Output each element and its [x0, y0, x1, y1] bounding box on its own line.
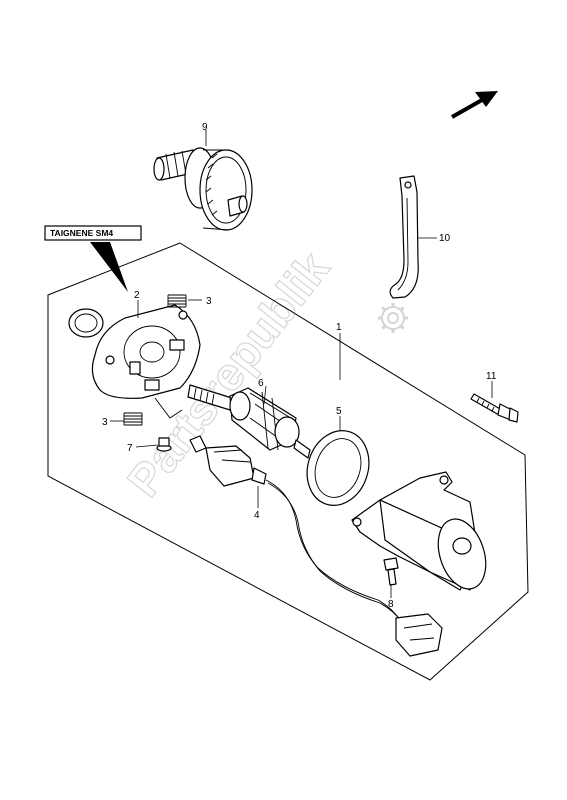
housing-screw[interactable]: [383, 557, 399, 586]
callout-11: 11: [486, 371, 497, 382]
plate-screw[interactable]: [156, 437, 172, 452]
callout-6: 6: [258, 378, 264, 389]
assembly-frame: [47, 242, 529, 681]
mounting-bolt[interactable]: [470, 393, 519, 423]
callout-1: 1: [336, 322, 342, 333]
direction-arrow-icon: [451, 91, 498, 119]
callout-3-upper: 3: [206, 296, 212, 307]
armature[interactable]: [187, 384, 311, 459]
brush-holder-plate[interactable]: [91, 304, 201, 419]
callout-8: 8: [388, 599, 394, 610]
starter-motor-housing[interactable]: [351, 471, 494, 595]
callout-labels: 9 10 2 3 1 6 11 5 3 7 4 8: [102, 122, 497, 610]
callout-7: 7: [127, 443, 133, 454]
callout-5: 5: [336, 406, 342, 417]
callout-9: 9: [202, 122, 208, 133]
starter-clutch[interactable]: [153, 147, 253, 231]
callout-3-lower: 3: [102, 417, 108, 428]
callout-10: 10: [439, 233, 451, 244]
terminal-lead[interactable]: [189, 435, 443, 657]
mounting-bracket[interactable]: [389, 175, 419, 299]
model-tag: TAIGNENE SM4: [44, 225, 142, 292]
leader-lines: [110, 130, 493, 598]
model-tag-label: TAIGNENE SM4: [50, 228, 113, 238]
callout-2: 2: [134, 290, 140, 301]
brush-spring-lower[interactable]: [123, 412, 143, 426]
brush-spring-upper[interactable]: [167, 294, 187, 308]
o-ring-large-inner: [314, 438, 362, 498]
o-ring-large[interactable]: [298, 423, 379, 514]
o-ring-small-inner: [74, 313, 98, 333]
watermark-gear-icon: [378, 303, 408, 333]
o-ring-small[interactable]: [68, 308, 104, 338]
callout-4: 4: [254, 510, 260, 521]
